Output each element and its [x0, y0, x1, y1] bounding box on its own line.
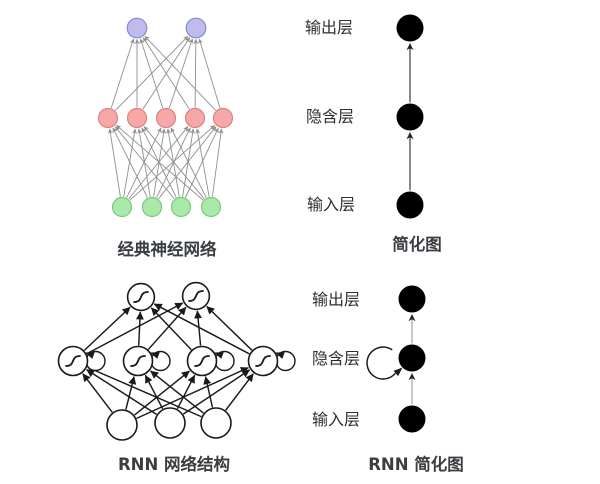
connection-arrow	[136, 366, 249, 420]
rnn-network-caption: RNN 网络结构	[117, 455, 231, 474]
hidden-neuron	[97, 107, 119, 129]
output-layer-label: 输出层	[305, 18, 354, 37]
connection-arrow	[135, 311, 144, 346]
connection-arrow	[147, 306, 187, 350]
rnn-simplified-caption: RNN 简化图	[368, 455, 464, 474]
connection-arrow	[128, 126, 189, 200]
input-neuron	[170, 196, 192, 218]
connection-arrow	[86, 302, 184, 355]
rnn-hidden-layer-label: 隐含层	[312, 349, 361, 368]
connection-arrow	[110, 38, 135, 109]
connection-arrow	[112, 127, 148, 198]
connection-arrow	[87, 366, 202, 418]
connection-arrow	[144, 35, 217, 111]
sigmoid-curve-icon	[65, 355, 81, 367]
self-loop-arrowhead	[275, 352, 285, 359]
connection-arrow	[150, 307, 192, 351]
connection-arrow	[166, 128, 180, 197]
hidden-layer-label: 隐含层	[306, 107, 355, 126]
rnn-output-layer-label: 输出层	[312, 290, 361, 309]
connection-arrow	[158, 126, 217, 200]
sigmoid-curve-icon	[133, 291, 149, 303]
connection-arrow	[107, 128, 121, 197]
connection-arrow	[193, 39, 199, 108]
connection-arrow	[195, 128, 210, 197]
output-node	[396, 14, 424, 42]
input-neuron	[200, 196, 222, 218]
connection-arrow	[83, 306, 131, 351]
connection-arrow	[139, 38, 164, 109]
rnn-network-diagram	[57, 281, 296, 441]
input-node	[398, 405, 426, 433]
connection-arrow	[116, 124, 204, 201]
connection-arrow	[125, 376, 137, 410]
classic-network-diagram	[97, 17, 234, 218]
simplified-diagram	[396, 14, 424, 219]
connection-arrow	[153, 303, 250, 355]
input-neuron	[154, 407, 186, 439]
input-neuron	[106, 409, 138, 441]
input-neuron	[111, 196, 133, 218]
self-loop-arrowhead	[85, 352, 95, 359]
self-loop-arrowhead	[214, 352, 224, 359]
hidden-neuron	[184, 107, 206, 129]
sigmoid-curve-icon	[194, 355, 210, 367]
connection-arrow	[134, 370, 190, 416]
connection-arrow	[182, 369, 251, 415]
rnn-simplified-diagram	[366, 285, 426, 433]
connection-arrow	[143, 126, 205, 200]
connection-arrow	[86, 369, 157, 415]
self-loop-arrowhead	[150, 352, 160, 359]
connection-arrow	[82, 373, 113, 413]
input-node	[396, 191, 424, 219]
connection-arrow	[211, 128, 224, 197]
hidden-neuron	[212, 107, 234, 129]
rnn-input-layer-label: 输入层	[312, 410, 361, 429]
simplified-caption: 简化图	[392, 235, 442, 254]
input-layer-label: 输入层	[307, 195, 356, 214]
connection-arrow	[185, 127, 219, 198]
connection-arrow	[203, 376, 214, 408]
connection-arrow	[142, 37, 190, 110]
connection-arrow	[206, 305, 253, 351]
connection-arrow	[150, 370, 204, 414]
hidden-node	[398, 344, 426, 372]
classic-network-caption: 经典神经网络	[117, 240, 217, 259]
input-neuron	[141, 196, 163, 218]
connection-arrow	[144, 374, 164, 410]
sigmoid-curve-icon	[130, 355, 146, 367]
sigmoid-curve-icon	[188, 290, 204, 302]
sigmoid-curve-icon	[255, 355, 271, 367]
output-neuron	[185, 17, 207, 39]
connection-arrow	[198, 38, 221, 109]
hidden-neuron	[126, 107, 148, 129]
connection-arrow	[182, 128, 196, 197]
hidden-neuron	[155, 107, 177, 129]
input-neuron	[200, 407, 232, 439]
connection-arrow	[129, 124, 216, 201]
connection-arrow	[225, 373, 254, 411]
self-loop	[366, 346, 396, 380]
hidden-node	[396, 103, 424, 131]
connection-arrow	[114, 126, 175, 200]
connection-arrow	[176, 374, 196, 410]
output-neuron	[126, 17, 148, 39]
self-loop-arrowhead	[393, 367, 403, 377]
output-node	[398, 285, 426, 313]
connection-arrow	[170, 127, 207, 198]
